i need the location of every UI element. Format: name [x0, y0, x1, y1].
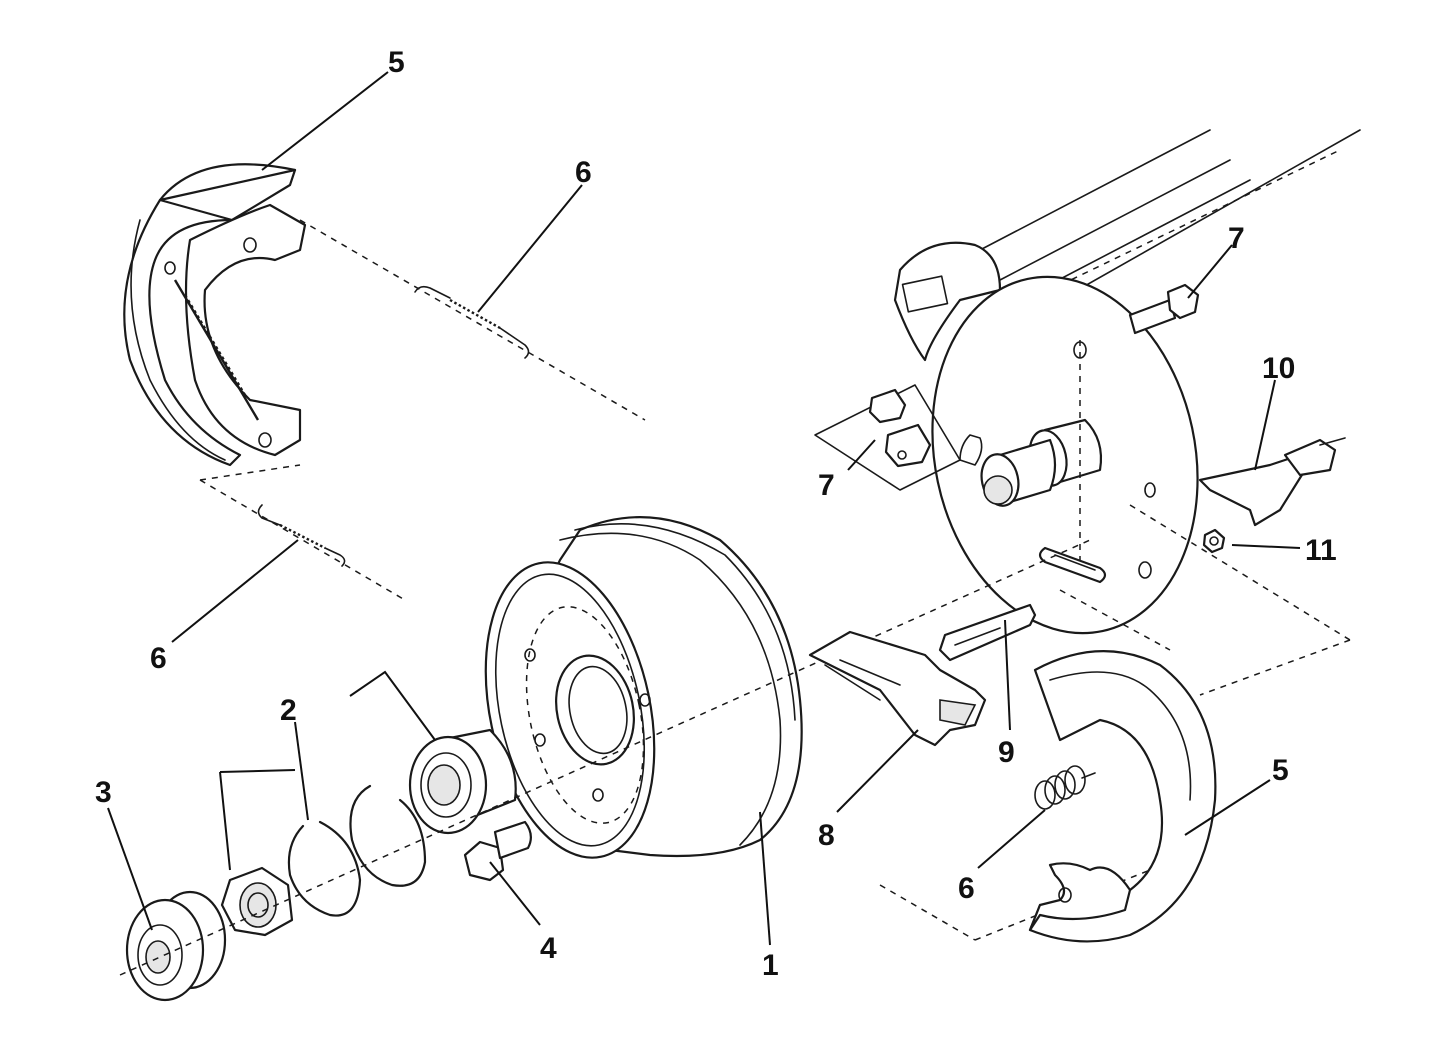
hub-nut: [220, 866, 294, 937]
callout-3: 3: [95, 776, 112, 809]
axle-tube: [979, 129, 1361, 301]
brake-shoe-spring-icon: [173, 279, 260, 421]
callout-4: 4: [540, 932, 557, 965]
wheel-bearing: [408, 728, 517, 835]
callout-9: 9: [998, 736, 1015, 769]
brake-drum: [484, 516, 803, 859]
circlip-set: [287, 784, 427, 917]
spring-lower: [1034, 765, 1096, 810]
callout-1: 1: [762, 949, 779, 982]
callout-8: 8: [818, 819, 835, 852]
wheel-bolt: [463, 820, 532, 882]
callout-5-lower: 5: [1272, 754, 1289, 787]
callout-6-lower: 6: [958, 872, 975, 905]
adjuster-bolt: [1128, 283, 1200, 335]
callout-7-upper: 7: [1228, 222, 1245, 255]
spring-left: [257, 504, 346, 567]
callout-7-left: 7: [818, 469, 835, 502]
callout-labels: 5 6 7 10 11 7 6 2 3 4 1 8 9 6 5: [95, 46, 1337, 982]
guide-line: [199, 464, 301, 481]
callout-11: 11: [1305, 534, 1337, 567]
cable-bracket: [1198, 437, 1346, 527]
callout-5-upper: 5: [388, 46, 405, 79]
callout-6-left: 6: [150, 642, 167, 675]
expander-lever: [808, 630, 987, 747]
callout-6-upper: 6: [575, 156, 592, 189]
guide-line: [1199, 639, 1351, 696]
nut-11: [1202, 528, 1226, 554]
guide-line: [299, 219, 646, 421]
expander-link: [938, 603, 1037, 662]
callout-2: 2: [280, 694, 297, 727]
brake-shoe-upper: [123, 163, 307, 467]
leader-lines: [107, 71, 1301, 946]
hub-cap: [125, 890, 227, 1002]
guide-line: [1059, 589, 1171, 651]
spring-upper: [414, 285, 530, 359]
backing-plate: [893, 241, 1199, 635]
center-axis: [119, 539, 1091, 976]
guide-line: [199, 479, 406, 601]
adjuster-block: [814, 384, 961, 491]
brake-shoe-lower: [1028, 650, 1217, 943]
callout-10: 10: [1262, 352, 1295, 385]
